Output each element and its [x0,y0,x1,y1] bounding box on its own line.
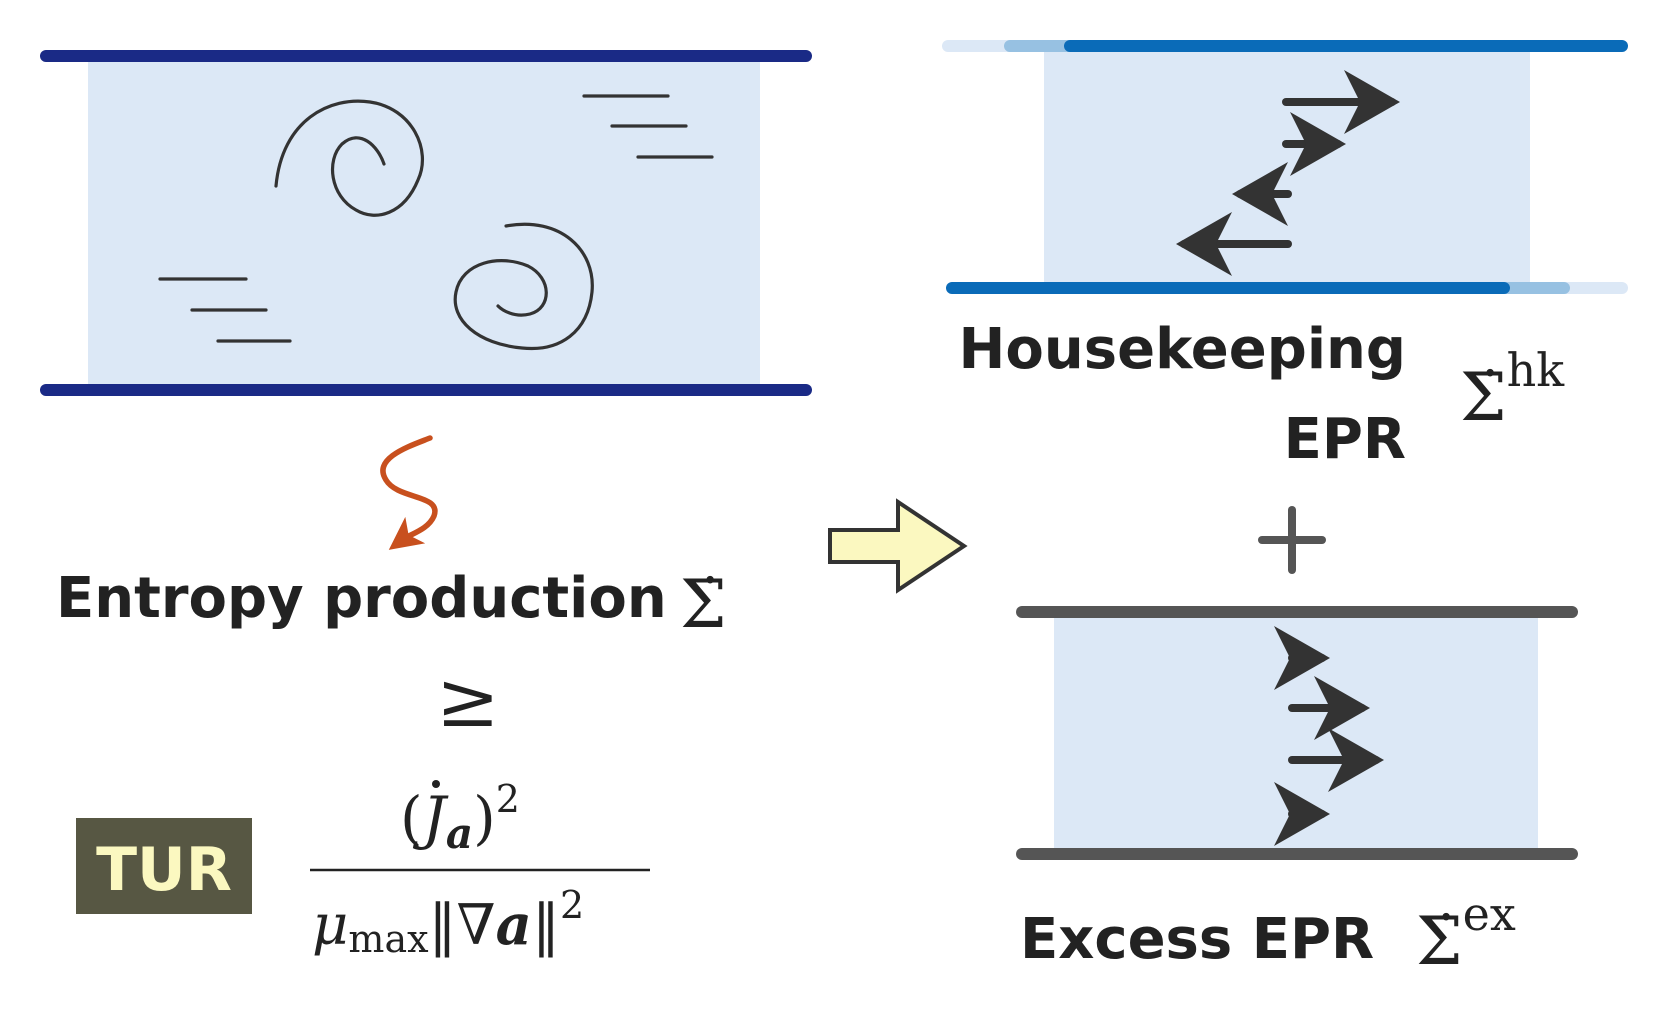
hk-channel-fill [1044,52,1530,288]
housekeeping-label-line2: EPR [1284,407,1406,472]
wavy-arrow-icon [380,435,438,550]
excess-channel [1016,606,1578,860]
decomposition-arrow-icon [828,498,968,594]
tur-fraction: (Ja)2 μmax‖∇a‖2 [310,777,650,961]
tur-badge: TUR [76,818,252,914]
numerator-dot [432,780,440,788]
excess-symbol: Σ̇ex [1416,887,1516,980]
eddy-spiral-1 [274,99,424,217]
fraction-denominator: μmax‖∇a‖2 [312,883,584,961]
housekeeping-label-line1: Housekeeping [959,317,1406,382]
inequality-symbol: ≥ [436,655,500,744]
tur-badge-text: TUR [96,835,232,905]
channel-fill [88,62,760,384]
fraction-numerator: (Ja)2 [400,777,520,858]
entropy-production-label: Entropy production [56,566,667,631]
turbulent-channel [40,50,812,396]
housekeeping-symbol: Σ̇hk [1460,343,1565,436]
entropy-production-symbol: Σ̇ [680,566,727,643]
excess-epr-label: Excess EPR [1020,907,1374,972]
ex-channel-fill [1054,618,1538,854]
plus-icon [1258,506,1326,574]
shear-lines-bottom-left [158,277,292,343]
housekeeping-channel [942,40,1628,294]
shear-lines-top-right [582,94,714,159]
eddy-spiral-2 [453,222,594,351]
